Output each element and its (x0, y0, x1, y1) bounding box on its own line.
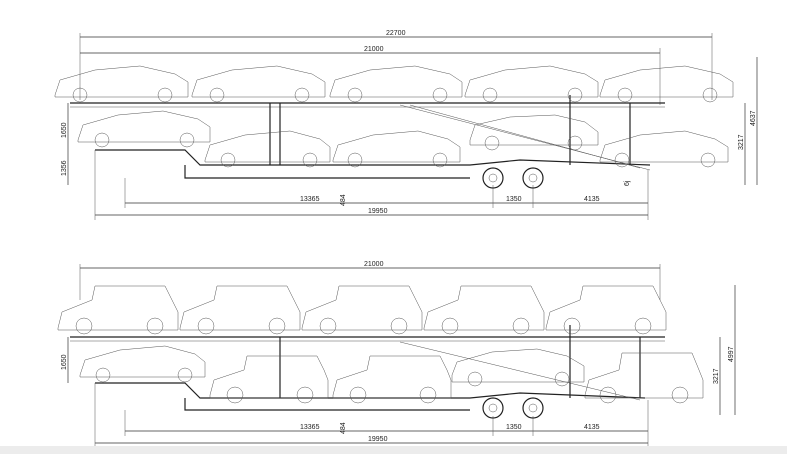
top-upper-deck-height: 1650 (61, 122, 68, 138)
bottom-rear-height: 3217 (713, 368, 720, 384)
bottom-deck-length: 19950 (368, 436, 388, 443)
bottom-trailer-length: 21000 (364, 261, 384, 268)
bottom-axle-spread: 1350 (506, 424, 522, 431)
top-trailer-length: 21000 (364, 46, 384, 53)
page-bottom-band (0, 446, 787, 454)
bottom-total-height: 4997 (728, 346, 735, 362)
bottom-front-to-axle: 13365 (300, 424, 320, 431)
top-overall-length: 22700 (386, 30, 406, 37)
top-axle-spread: 1350 (506, 196, 522, 203)
top-total-height: 4637 (750, 110, 757, 126)
bottom-upper-deck-height: 1650 (61, 354, 68, 370)
lower-vehicles (79, 345, 704, 404)
top-deck-length: 19950 (368, 208, 388, 215)
bottom-king-pin: 484 (340, 422, 347, 434)
top-rear-height: 3217 (738, 134, 745, 150)
top-drawing: 22700 21000 (54, 30, 758, 220)
top-small-tag: 6j (624, 180, 631, 186)
top-rear-overhang: 4135 (584, 196, 600, 203)
upper-cars (54, 65, 734, 103)
bottom-drawing: 21000 (57, 261, 736, 446)
upper-suvs (57, 285, 667, 335)
lower-cars (77, 110, 729, 168)
top-lower-height: 1356 (61, 160, 68, 176)
top-king-pin: 484 (340, 194, 347, 206)
top-front-to-axle: 13365 (300, 196, 320, 203)
bottom-rear-overhang: 4135 (584, 424, 600, 431)
